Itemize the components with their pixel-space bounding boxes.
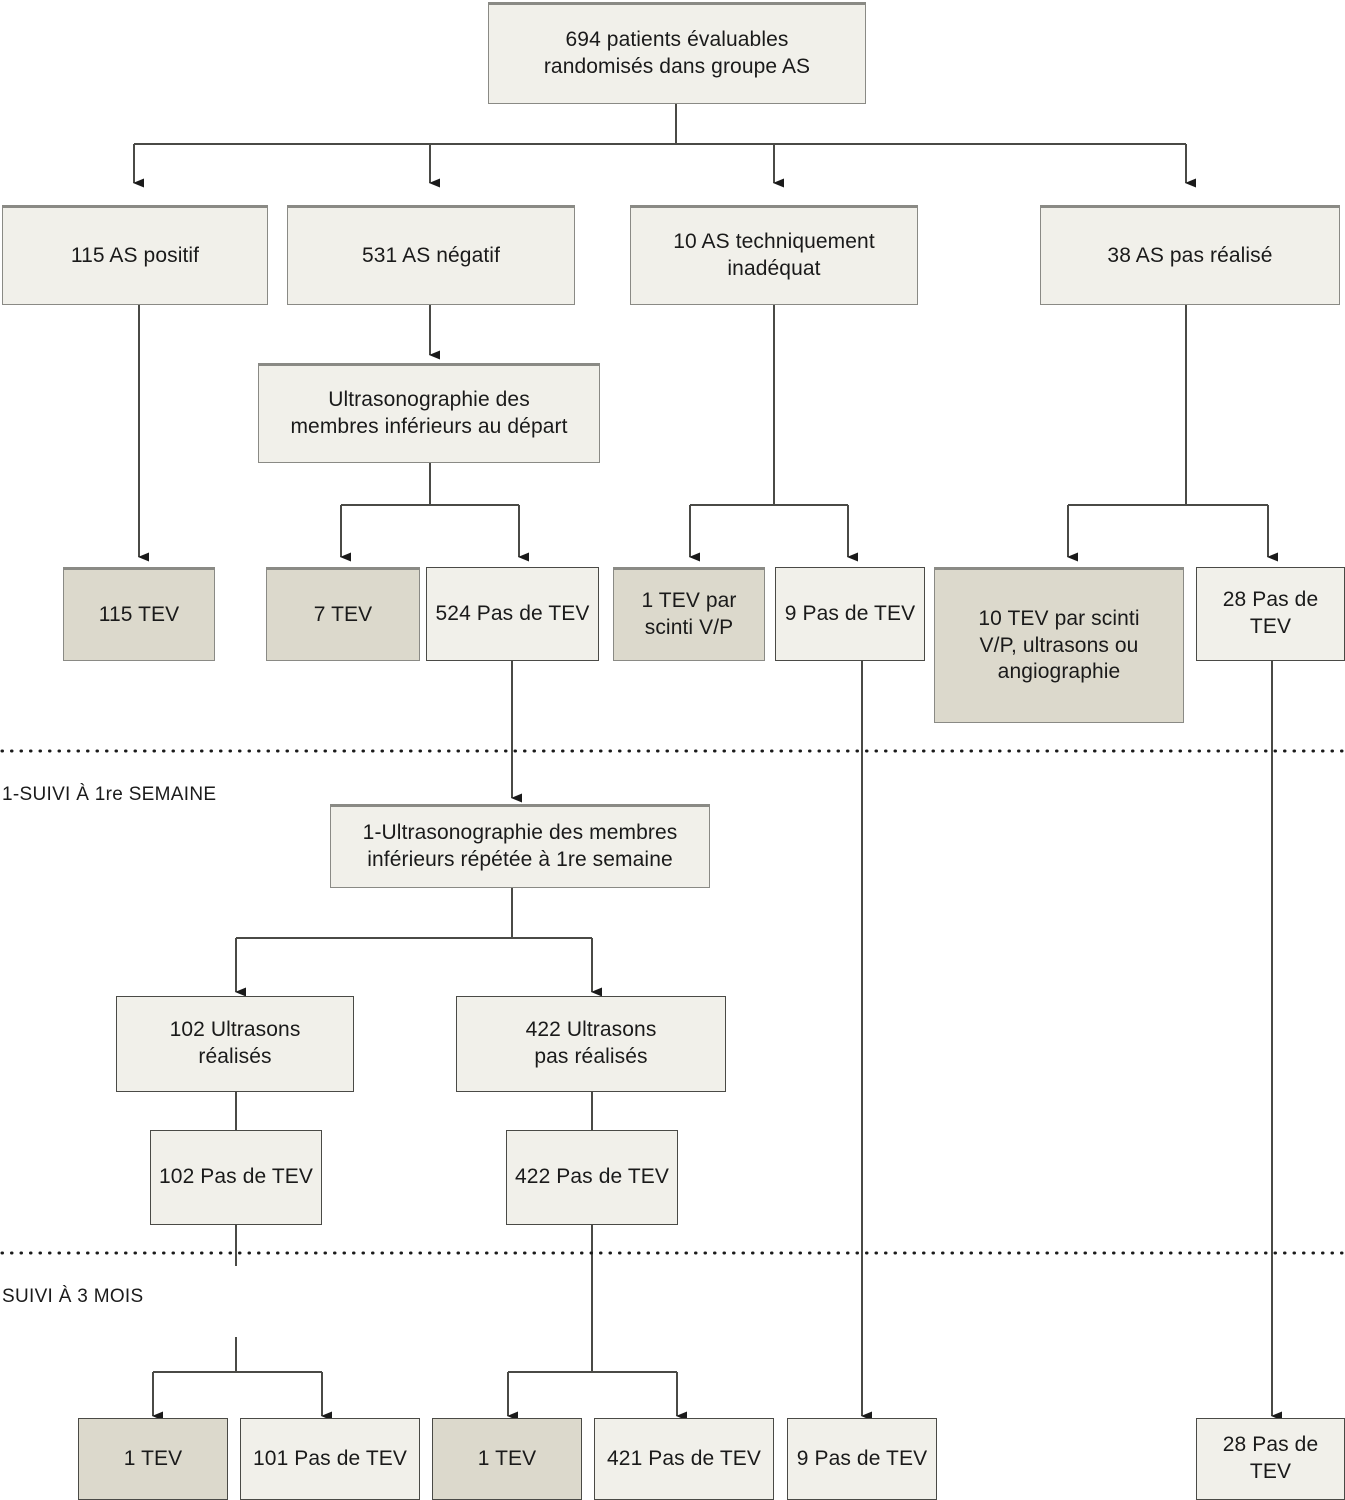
- node-as-positif: 115 AS positif: [2, 205, 268, 305]
- node-root: 694 patients évaluables randomisés dans …: [488, 2, 866, 104]
- node-pas-102-label: 102 Pas de TEV: [159, 1165, 313, 1189]
- node-us-depart: Ultrasonographie des membres inférieurs …: [258, 363, 600, 463]
- section-label-month3: SUIVI À 3 MOIS: [2, 1286, 144, 1307]
- node-tev-10-scinti-label: 10 TEV par scinti V/P, ultrasons ou angi…: [978, 606, 1140, 684]
- node-as-pas-realise: 38 AS pas réalisé: [1040, 205, 1340, 305]
- node-tev-1-b: 1 TEV: [432, 1418, 582, 1500]
- node-as-inadequat-label: 10 AS techniquement inadéquat: [673, 230, 875, 280]
- node-pas-102: 102 Pas de TEV: [150, 1130, 322, 1225]
- node-pas-421: 421 Pas de TEV: [594, 1418, 774, 1500]
- node-pas-422: 422 Pas de TEV: [506, 1130, 678, 1225]
- node-pas-9-label: 9 Pas de TEV: [784, 601, 916, 625]
- node-tev-1-a-label: 1 TEV: [123, 1446, 183, 1470]
- node-us-pas-realises-422: 422 Ultrasons pas réalisés: [456, 996, 726, 1092]
- node-pas-28: 28 Pas de TEV: [1196, 567, 1345, 661]
- node-as-inadequat: 10 AS techniquement inadéquat: [630, 205, 918, 305]
- node-tev-1-scinti-label: 1 TEV par scinti V/P: [641, 589, 737, 639]
- node-us-realises-102: 102 Ultrasons réalisés: [116, 996, 354, 1092]
- node-pas-524: 524 Pas de TEV: [426, 567, 599, 661]
- node-pas-9-b: 9 Pas de TEV: [787, 1418, 937, 1500]
- node-as-positif-label: 115 AS positif: [70, 243, 200, 267]
- node-us-realises-102-label: 102 Ultrasons réalisés: [169, 1018, 301, 1068]
- node-as-negatif-label: 531 AS négatif: [361, 243, 500, 267]
- node-us-pas-realises-422-label: 422 Ultrasons pas réalisés: [525, 1018, 657, 1068]
- node-tev-1-b-label: 1 TEV: [477, 1446, 537, 1470]
- node-pas-9-b-label: 9 Pas de TEV: [796, 1446, 928, 1470]
- node-tev-115-label: 115 TEV: [98, 602, 180, 626]
- node-pas-28-b-label: 28 Pas de TEV: [1222, 1433, 1319, 1483]
- node-us-repete-label: 1-Ultrasonographie des membres inférieur…: [362, 821, 678, 871]
- node-tev-7: 7 TEV: [266, 567, 420, 661]
- node-us-depart-label: Ultrasonographie des membres inférieurs …: [290, 388, 568, 438]
- node-tev-1-scinti: 1 TEV par scinti V/P: [613, 567, 765, 661]
- node-tev-7-label: 7 TEV: [313, 602, 373, 626]
- node-pas-421-label: 421 Pas de TEV: [607, 1446, 761, 1470]
- node-tev-10-scinti: 10 TEV par scinti V/P, ultrasons ou angi…: [934, 567, 1184, 723]
- node-pas-101-label: 101 Pas de TEV: [253, 1446, 407, 1470]
- node-pas-28-b: 28 Pas de TEV: [1196, 1418, 1345, 1500]
- node-as-pas-realise-label: 38 AS pas réalisé: [1107, 243, 1273, 267]
- node-us-repete: 1-Ultrasonographie des membres inférieur…: [330, 804, 710, 888]
- node-tev-115: 115 TEV: [63, 567, 215, 661]
- node-pas-28-label: 28 Pas de TEV: [1222, 588, 1319, 638]
- node-pas-524-label: 524 Pas de TEV: [435, 601, 590, 625]
- section-label-week1: 1-SUIVI À 1re SEMAINE: [2, 784, 217, 805]
- node-pas-9: 9 Pas de TEV: [775, 567, 925, 661]
- node-as-negatif: 531 AS négatif: [287, 205, 575, 305]
- node-tev-1-a: 1 TEV: [78, 1418, 228, 1500]
- node-pas-101: 101 Pas de TEV: [240, 1418, 420, 1500]
- node-pas-422-label: 422 Pas de TEV: [515, 1165, 669, 1189]
- node-root-label: 694 patients évaluables randomisés dans …: [543, 28, 811, 78]
